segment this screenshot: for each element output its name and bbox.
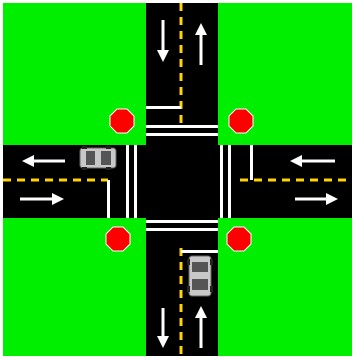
stop-sign-southeast[interactable] — [227, 227, 251, 251]
north-crosswalk-line-2 — [146, 133, 218, 136]
car-west[interactable] — [80, 146, 116, 170]
north-crosswalk-line-1 — [146, 125, 218, 128]
stop-sign-northwest[interactable] — [110, 109, 134, 133]
car-wheel — [187, 259, 190, 265]
car-wheel — [82, 146, 87, 149]
west-crosswalk-line-1 — [126, 145, 129, 218]
car-rear-window — [86, 151, 95, 165]
car-rear-window — [192, 279, 208, 290]
west-crosswalk-line-2 — [134, 145, 137, 218]
south-stop-line — [181, 250, 218, 253]
car-wheel — [82, 167, 87, 170]
south-crosswalk-line-2 — [146, 228, 218, 231]
north-stop-line — [146, 106, 181, 109]
stop-sign-northeast[interactable] — [229, 109, 253, 133]
car-windshield — [192, 262, 208, 272]
east-crosswalk-line-2 — [228, 145, 231, 218]
south-crosswalk-line-1 — [146, 220, 218, 223]
car-wheel — [106, 167, 111, 170]
car-windshield — [101, 151, 111, 165]
east-stop-line — [250, 145, 253, 180]
car-wheel — [106, 146, 111, 149]
car-wheel — [210, 286, 213, 292]
car-south[interactable] — [187, 256, 213, 296]
car-wheel — [210, 259, 213, 265]
stop-sign-southwest[interactable] — [106, 227, 130, 251]
car-wheel — [187, 286, 190, 292]
east-crosswalk-line-1 — [220, 145, 223, 218]
west-stop-line — [107, 180, 110, 218]
